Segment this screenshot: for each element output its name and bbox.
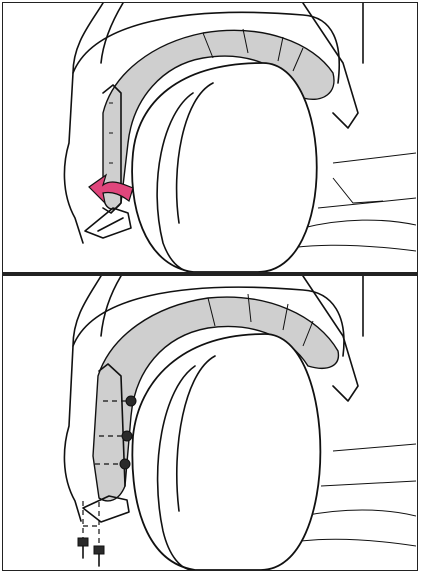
remove-liner-illustration — [3, 3, 416, 272]
bumper-outline — [64, 3, 103, 243]
tire-2 — [132, 334, 320, 570]
mudflap — [85, 208, 131, 238]
install-liner-illustration — [3, 276, 416, 570]
tire — [132, 63, 317, 272]
fender-liner-figure — [2, 2, 418, 571]
clip-1 — [126, 396, 136, 406]
clip-3 — [120, 459, 130, 469]
bumper-outline-2 — [64, 276, 101, 521]
screw-2 — [94, 546, 104, 566]
panel-remove-liner — [3, 3, 417, 272]
screw-1 — [78, 538, 88, 558]
panel-install-liner — [3, 276, 417, 570]
clip-2 — [122, 431, 132, 441]
